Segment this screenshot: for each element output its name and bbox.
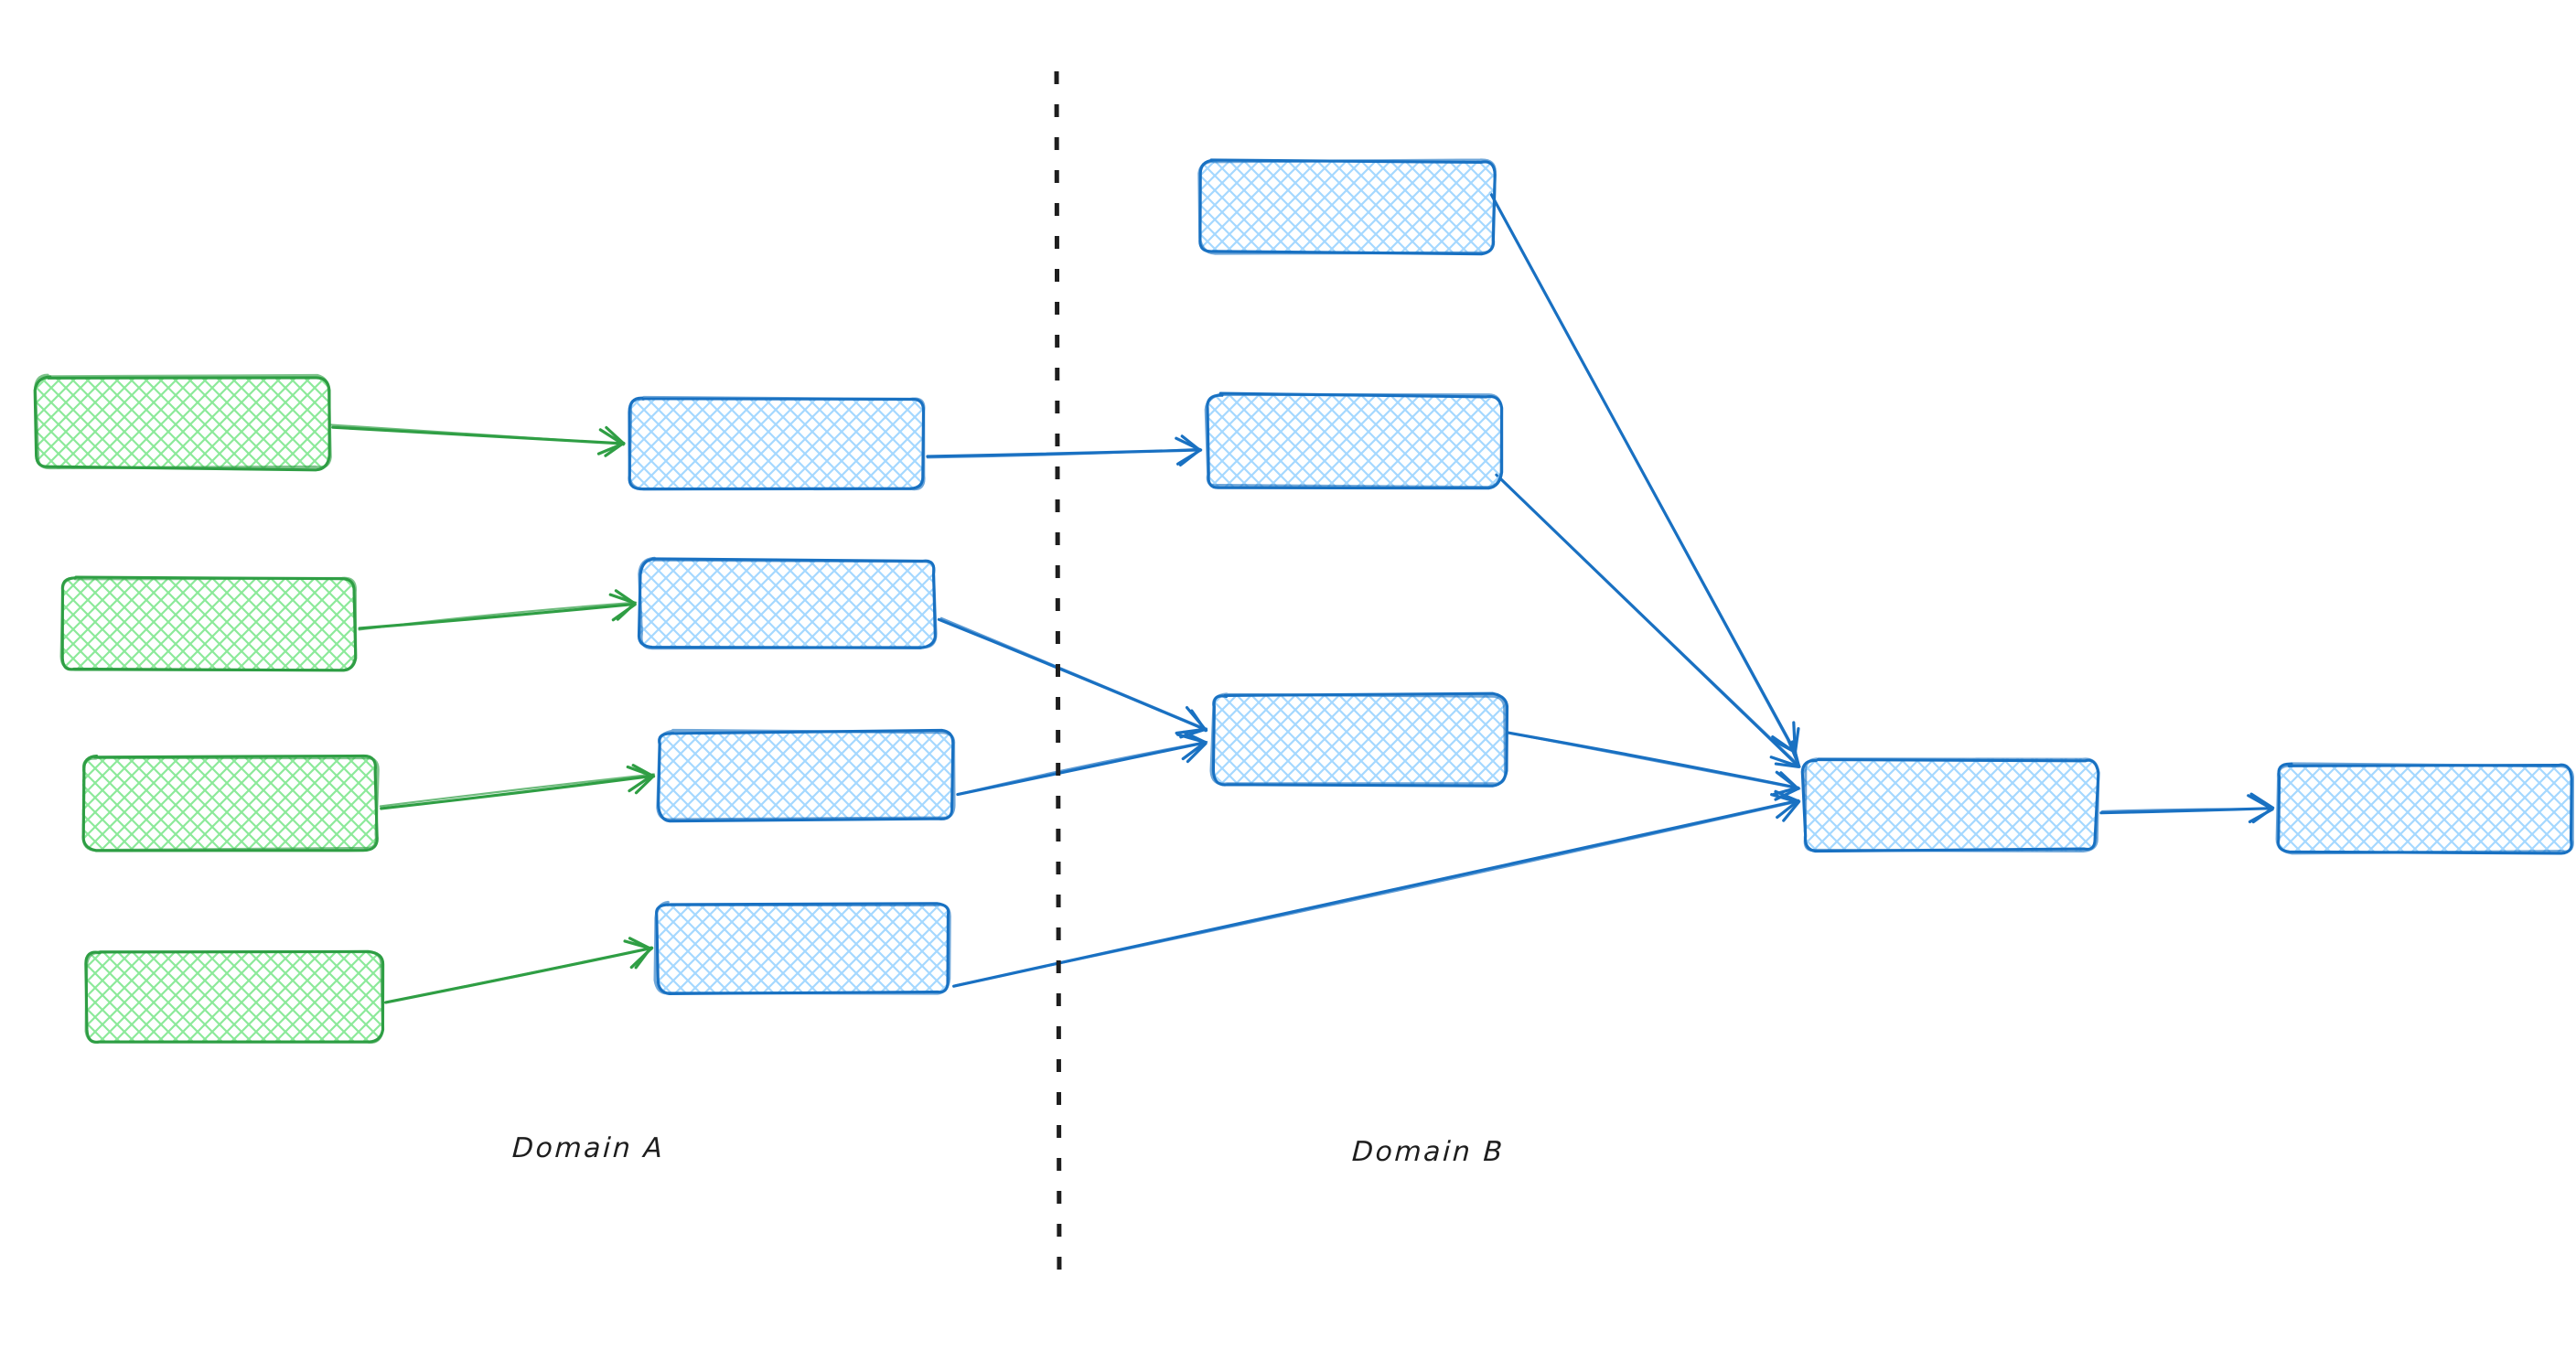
arrow-head: [1774, 740, 1800, 768]
edge-e3[interactable]: [379, 764, 656, 810]
node-fill: [2277, 764, 2572, 852]
node-a3[interactable]: [81, 754, 380, 852]
node-a4[interactable]: [84, 949, 385, 1045]
arrow-head: [604, 425, 626, 457]
node-fill: [86, 950, 382, 1044]
edge-e1[interactable]: [328, 423, 626, 457]
arrow-head: [1770, 793, 1800, 820]
edge-e2[interactable]: [358, 589, 638, 631]
edge-e11[interactable]: [952, 789, 1801, 988]
edges-group: [328, 191, 2275, 1004]
node-fill: [36, 376, 330, 469]
node-fill: [1199, 160, 1495, 253]
edge-e9[interactable]: [1495, 473, 1801, 768]
node-fill: [658, 731, 954, 820]
edge-e12[interactable]: [2099, 792, 2275, 824]
node-fill: [62, 577, 356, 670]
node-b5[interactable]: [2275, 762, 2575, 855]
edge-e6[interactable]: [937, 616, 1208, 739]
edge-e4[interactable]: [381, 937, 654, 1004]
node-outline: [1209, 692, 1508, 786]
node-outline: [59, 575, 358, 672]
node-fill: [656, 903, 950, 994]
node-outline: [2275, 762, 2575, 855]
node-b4[interactable]: [1800, 757, 2100, 853]
node-outline: [656, 728, 956, 821]
edge-e7[interactable]: [956, 730, 1208, 797]
node-fill: [1212, 694, 1506, 786]
node-m4[interactable]: [653, 900, 951, 995]
arrow-head: [2249, 792, 2275, 824]
node-outline: [81, 756, 380, 852]
node-outline: [34, 373, 332, 470]
arrow-head: [631, 764, 655, 795]
arrow-head: [1774, 789, 1800, 822]
node-m2[interactable]: [637, 556, 938, 650]
edge-e5[interactable]: [926, 434, 1203, 467]
nodes-group: [33, 158, 2575, 1045]
domain-a-label: Domain A: [511, 1132, 666, 1164]
node-b2[interactable]: [1204, 391, 1504, 490]
edge-e8[interactable]: [1488, 191, 1800, 755]
node-a2[interactable]: [59, 575, 358, 672]
node-fill: [81, 756, 378, 850]
node-outline: [1204, 392, 1504, 489]
domain-divider: [1054, 70, 1062, 1291]
node-outline: [1803, 757, 2100, 852]
node-fill: [1207, 394, 1501, 488]
domain-b-label: Domain B: [1351, 1136, 1506, 1168]
node-m1[interactable]: [628, 395, 926, 491]
node-fill: [628, 397, 925, 490]
node-fill: [639, 559, 935, 648]
node-outline: [84, 950, 385, 1045]
node-a1[interactable]: [33, 373, 332, 472]
arrow-head: [628, 937, 652, 970]
node-m3[interactable]: [656, 728, 956, 823]
node-b3[interactable]: [1209, 691, 1509, 788]
node-outline: [653, 900, 951, 995]
node-b1[interactable]: [1197, 158, 1497, 256]
node-fill: [1803, 758, 2098, 852]
node-outline: [638, 556, 938, 650]
arrow-head: [1182, 730, 1208, 764]
arrow-head: [1178, 434, 1202, 467]
edge-e10[interactable]: [1507, 731, 1801, 801]
divider-group: [1054, 70, 1062, 1291]
arrow-head: [614, 589, 636, 621]
node-outline: [628, 395, 926, 491]
node-outline: [1197, 158, 1497, 255]
